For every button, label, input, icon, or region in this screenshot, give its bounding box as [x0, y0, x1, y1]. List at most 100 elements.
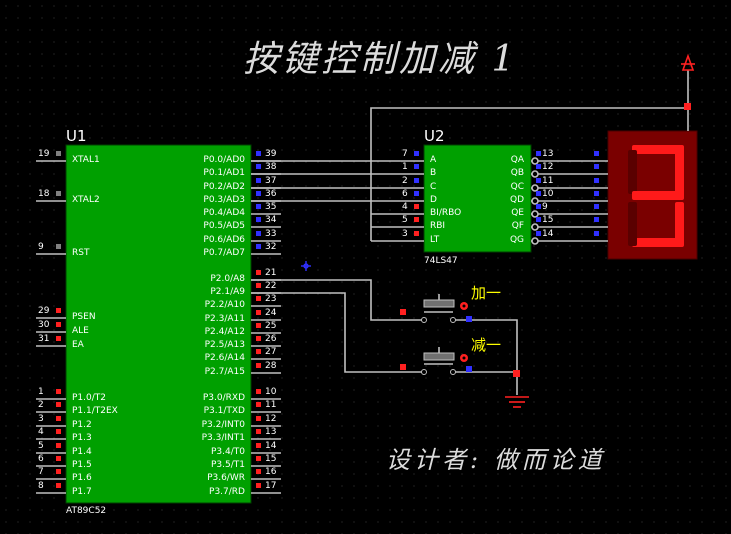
u1-pin-number: 2 [38, 400, 44, 410]
u1-pin-marker [56, 469, 61, 474]
u2-pin-number: 15 [542, 215, 554, 225]
schematic-title: 按键控制加减 1 [243, 39, 518, 80]
u2-pin-number: 14 [542, 229, 554, 239]
u1-pin-marker [256, 429, 261, 434]
designer-credit: 设计者: 做而论道 [386, 446, 606, 474]
u2-pin-marker [536, 231, 541, 236]
u1-pin-name: RST [72, 248, 90, 258]
u1-pin-marker [256, 363, 261, 368]
u1-pin-marker [256, 310, 261, 315]
u1-pin-marker [256, 416, 261, 421]
u2-pin-number: 2 [402, 176, 408, 186]
u1-pin-number: 34 [265, 215, 277, 225]
u2-pin-number: 10 [542, 189, 554, 199]
u2-pin-number: 5 [402, 215, 408, 225]
u2-output-bubble [531, 197, 539, 205]
u1-pin-name: P1.1/T2EX [72, 406, 118, 416]
u2-pin-marker [536, 164, 541, 169]
u1-pin-number: 17 [265, 481, 277, 491]
u2-pin-name: A [430, 155, 437, 165]
u1-pin-number: 9 [38, 242, 44, 252]
u1-pin-number: 27 [265, 347, 277, 357]
plus-pushbutton[interactable] [400, 294, 472, 323]
u2-pin-name: LT [430, 235, 440, 245]
segment-c [675, 202, 684, 246]
u2-output-bubble [531, 223, 539, 231]
u2-reference[interactable]: U2 [424, 127, 445, 145]
u1-pin-name: P0.5/AD5 [203, 221, 245, 231]
u2-pin-number: 3 [402, 229, 408, 239]
u2-pin-number: 9 [542, 202, 548, 212]
u1-pin-name: P0.2/AD2 [203, 182, 245, 192]
u1-pin-name: P0.7/AD7 [203, 248, 245, 258]
u1-pin-name: P2.6/A14 [204, 353, 245, 363]
ground-icon[interactable] [505, 396, 529, 408]
u1-pin-name: P3.7/RD [209, 487, 245, 497]
u1-pin-marker [256, 270, 261, 275]
segment-b [675, 150, 684, 194]
u2-pin-marker [414, 164, 419, 169]
u2-pin-marker [536, 204, 541, 209]
u1-pin-name: P2.3/A11 [204, 314, 245, 324]
minus-pushbutton[interactable] [400, 347, 472, 375]
u1-pin-number: 3 [38, 414, 44, 424]
u1-pin-marker [56, 191, 61, 196]
u1-pin-marker [256, 178, 261, 183]
minus-button-label: 减一 [471, 336, 502, 354]
segment-d [632, 238, 684, 247]
u1-pin-marker [256, 217, 261, 222]
u2-pin-name: B [430, 168, 437, 178]
display-pin-marker [594, 151, 599, 156]
u2-pin-marker [414, 231, 419, 236]
u1-pin-name: P3.0/RXD [202, 393, 245, 403]
u1-pin-number: 31 [38, 334, 50, 344]
segment-g [632, 191, 684, 200]
u1-pin-number: 16 [265, 467, 277, 477]
u1-pin-marker [256, 164, 261, 169]
u1-pin-name: P1.5 [72, 460, 92, 470]
power-terminal-icon[interactable] [681, 53, 695, 71]
u2-pin-marker [414, 151, 419, 156]
u1-pin-name: P2.1/A9 [210, 287, 245, 297]
u1-pin-name: P0.0/AD0 [203, 155, 245, 165]
u2-pin-marker [536, 217, 541, 222]
u1-pin-marker [256, 231, 261, 236]
u1-pin-name: XTAL1 [72, 155, 100, 165]
u1-chip-body[interactable] [65, 144, 252, 504]
u1-pin-marker [256, 323, 261, 328]
u1-pin-name: P3.2/INT0 [201, 420, 245, 430]
u1-pin-name: P0.6/AD6 [203, 235, 245, 245]
u1-pin-number: 14 [265, 441, 277, 451]
u1-reference[interactable]: U1 [66, 127, 87, 145]
u1-pin-name: P2.2/A10 [204, 300, 245, 310]
u1-pin-number: 23 [265, 294, 277, 304]
u1-pin-name: P3.1/TXD [203, 406, 245, 416]
u1-pin-number: 26 [265, 334, 277, 344]
u2-pin-number: 4 [402, 202, 408, 212]
u1-pin-name: P0.3/AD3 [203, 195, 245, 205]
u2-part-number: 74LS47 [424, 256, 458, 266]
plus-button-label: 加一 [471, 284, 502, 302]
u1-pin-name: P2.0/A8 [210, 274, 245, 284]
u2-output-bubble [531, 157, 539, 165]
u2-pin-name: QA [510, 155, 524, 165]
u1-pin-marker [256, 469, 261, 474]
u2-output-bubble [531, 184, 539, 192]
u1-pin-name: P0.4/AD4 [203, 208, 245, 218]
u1-pin-marker [56, 443, 61, 448]
u1-pin-marker [256, 443, 261, 448]
u1-pin-name: P2.4/A12 [204, 327, 245, 337]
display-pin-marker [594, 217, 599, 222]
wires [251, 70, 689, 395]
u1-pin-marker [56, 308, 61, 313]
u1-pin-name: PSEN [72, 312, 96, 322]
u2-chip-body[interactable] [423, 144, 532, 253]
u1-pin-marker [56, 456, 61, 461]
u2-pin-marker [536, 191, 541, 196]
u1-pin-marker [56, 429, 61, 434]
u1-pin-name: EA [72, 340, 84, 350]
segment-a [632, 145, 684, 154]
probe-marker-icon[interactable] [301, 261, 311, 271]
